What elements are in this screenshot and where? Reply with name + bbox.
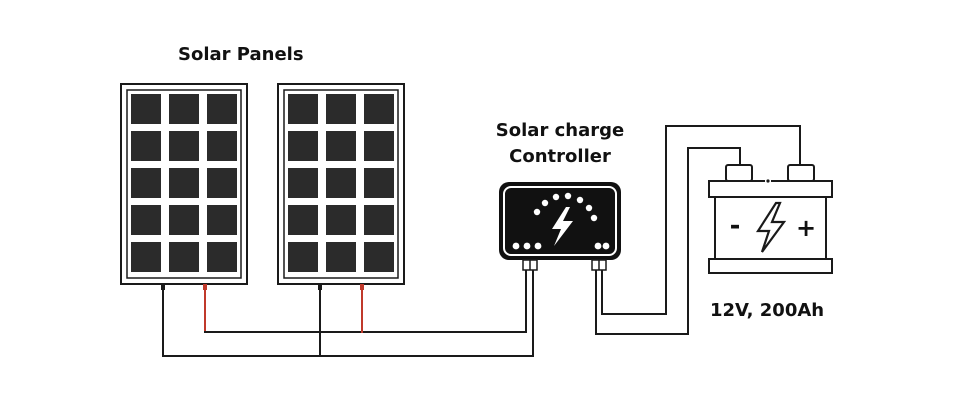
panel-1-cell	[131, 131, 161, 161]
panel-1-cell	[169, 242, 199, 272]
panel-2-cell	[288, 168, 318, 198]
charge-controller-label-line1: Solar charge	[495, 120, 625, 141]
panel-1-cell	[169, 205, 199, 235]
panel-1-cell	[169, 168, 199, 198]
solar-panel-2	[277, 83, 405, 290]
solar-panel-1	[120, 83, 248, 290]
battery-terminal-negative	[725, 164, 753, 182]
wire-red-bus	[204, 269, 527, 333]
battery: - +	[708, 164, 833, 274]
panel-1-cell	[169, 131, 199, 161]
panel-2-cell	[288, 94, 318, 124]
panel-2-cell	[288, 131, 318, 161]
panel-2-cell	[364, 131, 394, 161]
panel-1-cell	[169, 94, 199, 124]
controller-lightning-bolt-icon	[552, 207, 573, 246]
panel-2-cell	[364, 94, 394, 124]
battery-negative-symbol: -	[730, 211, 741, 241]
panel-2-cell	[364, 205, 394, 235]
panel-2-cell	[326, 94, 356, 124]
panel-1-terminal-black	[161, 284, 165, 290]
panel-1-cell	[207, 131, 237, 161]
panel-1-cell	[131, 168, 161, 198]
panel-1-cell	[207, 168, 237, 198]
panel-2-cell	[364, 242, 394, 272]
panel-2-cell	[288, 205, 318, 235]
solar-panels-label: Solar Panels	[178, 44, 304, 65]
panel-2-cell	[364, 168, 394, 198]
panel-2-cell	[326, 242, 356, 272]
panel-2-cell	[326, 205, 356, 235]
battery-positive-symbol: +	[796, 214, 816, 242]
charge-controller-label: Solar charge Controller	[482, 118, 638, 170]
battery-lightning-bolt-icon	[755, 201, 787, 253]
panel-1-cell	[207, 94, 237, 124]
charge-controller-label-line2: Controller	[509, 146, 611, 167]
panel-2-terminal-red	[360, 284, 364, 290]
panel-1-terminal-red	[203, 284, 207, 290]
battery-terminal-positive	[787, 164, 815, 182]
charge-controller	[499, 182, 621, 271]
panel-1-cell	[207, 242, 237, 272]
panel-1-cell	[131, 205, 161, 235]
controller-status-dots	[512, 242, 610, 250]
panel-2-terminal-black	[318, 284, 322, 290]
panel-2-cell	[326, 131, 356, 161]
panel-1-cell	[131, 94, 161, 124]
panel-2-cell	[288, 242, 318, 272]
wire-battery-outer	[595, 147, 741, 335]
controller-led-arc	[533, 192, 598, 222]
panel-1-cell	[207, 205, 237, 235]
panel-1-cell	[131, 242, 161, 272]
battery-spec-label: 12V, 200Ah	[710, 300, 825, 321]
panel-2-cell	[326, 168, 356, 198]
wire-battery-inner	[601, 125, 801, 315]
